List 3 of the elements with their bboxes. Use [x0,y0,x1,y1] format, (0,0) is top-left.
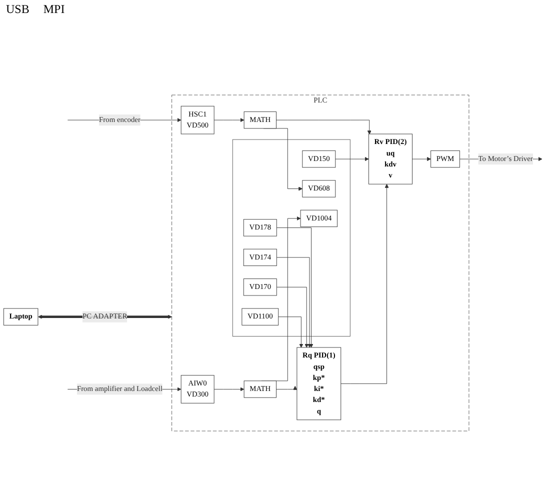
cluster [232,139,350,337]
port-label: USB [6,2,30,18]
port-label: MPI [43,2,65,18]
